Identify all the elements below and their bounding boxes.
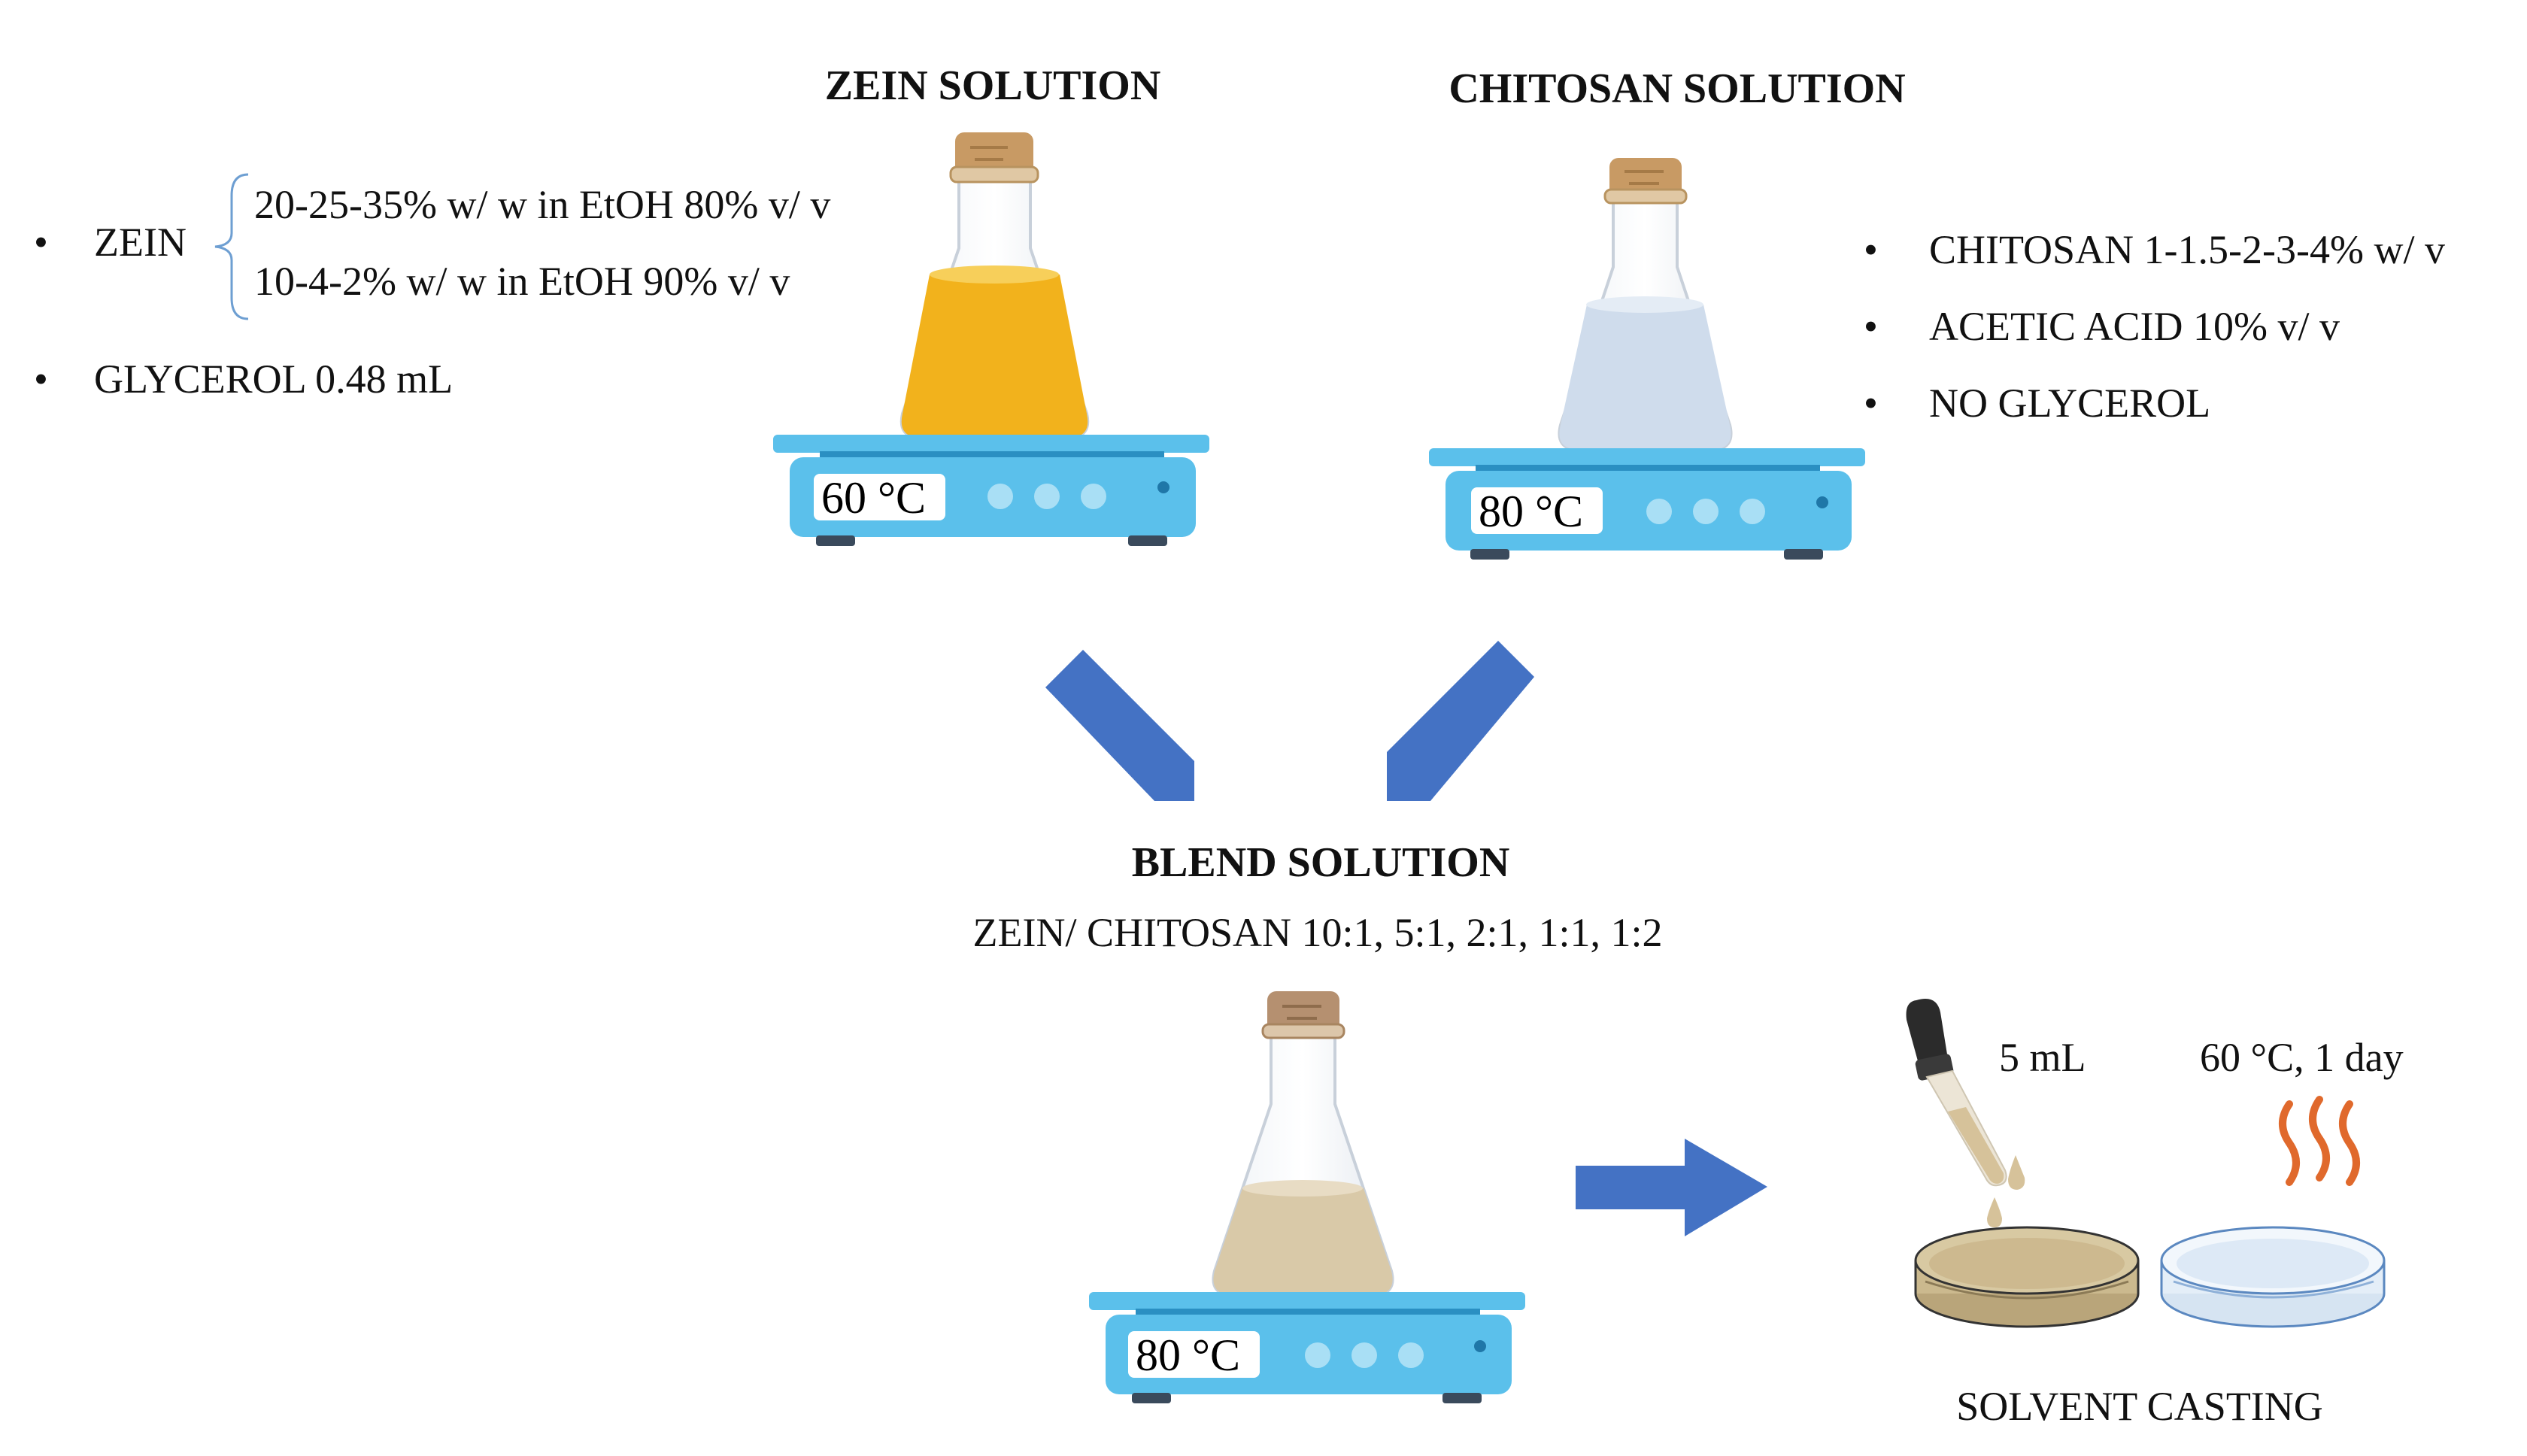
petri-dish-filled-icon (1914, 1226, 2140, 1328)
drying-condition: 60 °C, 1 day (2200, 1035, 2404, 1080)
zein-title: ZEIN SOLUTION (825, 62, 1161, 109)
chitosan-bullet-3: • (1864, 381, 1878, 426)
zein-concentration-90: 10-4-2% w/ w in EtOH 90% v/ v (254, 259, 790, 304)
zein-bullet: • (34, 220, 48, 265)
pipette-icon (1906, 999, 2025, 1227)
arrow-chitosan-to-blend-icon (1387, 641, 1534, 801)
chitosan-item-1: CHITOSAN 1-1.5-2-3-4% w/ v (1929, 227, 2445, 272)
glycerol-label: GLYCEROL 0.48 mL (94, 356, 453, 402)
blend-temperature: 80 °C (1136, 1330, 1240, 1380)
chitosan-flask-icon (1558, 158, 1733, 451)
blend-ratios: ZEIN/ CHITOSAN 10:1, 5:1, 2:1, 1:1, 1:2 (973, 910, 1663, 955)
arrow-zein-to-blend-icon (1045, 650, 1194, 801)
heat-waves-icon (2279, 1096, 2360, 1186)
zein-brace (214, 173, 249, 320)
chitosan-item-2: ACETIC ACID 10% v/ v (1929, 304, 2340, 349)
glycerol-bullet: • (34, 356, 48, 402)
chitosan-item-3: NO GLYCEROL (1929, 381, 2210, 426)
solvent-casting-label: SOLVENT CASTING (1956, 1384, 2323, 1429)
zein-hot-plate-icon (773, 435, 1209, 546)
chitosan-bullet-2: • (1864, 304, 1878, 349)
blend-hot-plate-icon (1089, 1292, 1525, 1403)
petri-dish-empty-icon (2160, 1226, 2386, 1328)
blend-title: BLEND SOLUTION (1132, 839, 1510, 886)
zein-temperature: 60 °C (821, 473, 926, 523)
blend-flask-icon (1212, 991, 1394, 1297)
zein-flask-icon (899, 132, 1090, 439)
zein-concentration-80: 20-25-35% w/ w in EtOH 80% v/ v (254, 182, 830, 227)
chitosan-bullet-1: • (1864, 227, 1878, 272)
chitosan-hot-plate-icon (1429, 448, 1865, 560)
chitosan-temperature: 80 °C (1479, 487, 1583, 536)
zein-label: ZEIN (94, 220, 187, 265)
casting-volume: 5 mL (1999, 1035, 2086, 1080)
arrow-to-casting-icon (1576, 1139, 1767, 1236)
chitosan-title: CHITOSAN SOLUTION (1449, 65, 1905, 112)
